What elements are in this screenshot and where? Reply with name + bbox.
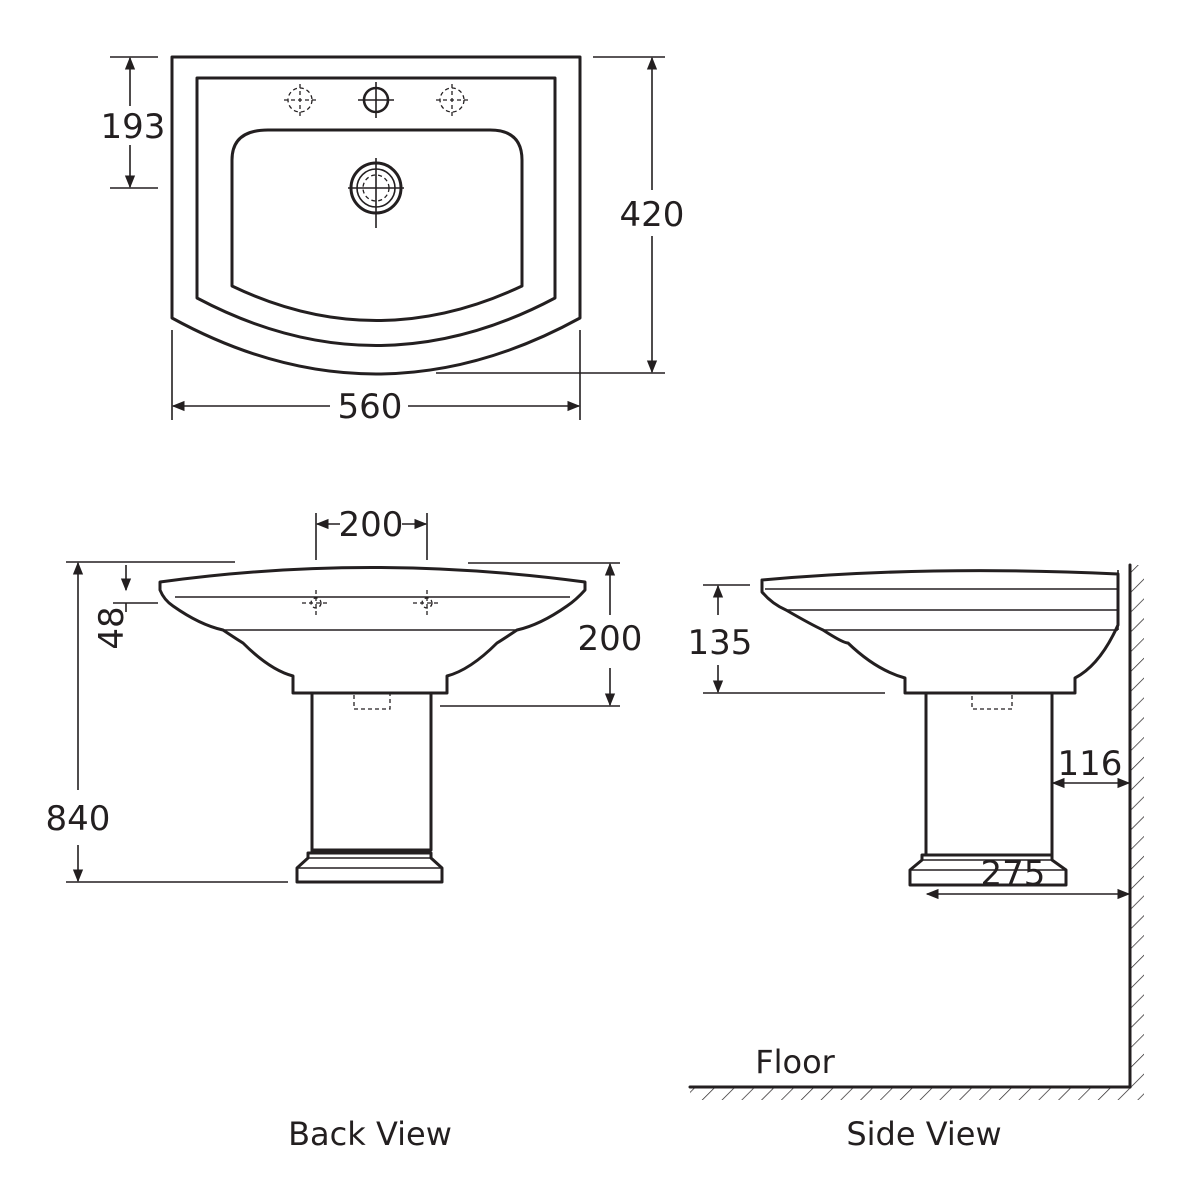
dim-840: 840: [46, 561, 288, 883]
pedestal-column-side: [924, 691, 1054, 857]
waste-outlet-icon: [353, 692, 391, 710]
dim-label-275: 275: [981, 854, 1046, 894]
tap-hole-left-icon: [302, 590, 330, 615]
tap-hole-right-icon: [413, 590, 441, 615]
dim-label-840: 840: [46, 799, 111, 839]
dim-200-tap-spacing: 200: [315, 505, 428, 560]
dim-200-basin-height: 200: [440, 562, 643, 707]
wall-hatching: [1130, 565, 1144, 1087]
tap-hole-center-icon: [358, 82, 394, 118]
dim-420: 420: [436, 56, 685, 374]
dim-135: 135: [688, 584, 885, 694]
dim-275: 275: [925, 854, 1131, 900]
dim-label-200-tap: 200: [339, 505, 404, 545]
pedestal-base: [295, 851, 444, 884]
basin-body-side: [760, 569, 1120, 695]
pedestal-base-side: [908, 853, 1068, 887]
basin-outer-outline: [170, 55, 582, 376]
dim-label-135: 135: [688, 623, 753, 663]
dim-48: 48: [92, 565, 158, 650]
back-view-label: Back View: [288, 1115, 452, 1153]
top-view: 193 420 560: [101, 55, 685, 427]
dim-label-560: 560: [338, 387, 403, 427]
back-view: 200 48 200 840 Back View: [46, 505, 643, 1153]
dim-label-116: 116: [1058, 744, 1123, 784]
dim-label-193: 193: [101, 107, 166, 147]
dim-560: 560: [171, 330, 581, 427]
tap-hole-left-icon: [284, 84, 316, 116]
side-view: 135 116 275 Floor Side View: [688, 563, 1144, 1153]
dim-label-420: 420: [620, 195, 685, 235]
basin-bowl-outline: [230, 128, 524, 322]
tap-hole-right-icon: [436, 84, 468, 116]
basin-body: [158, 566, 587, 695]
waste-outlet-side-icon: [971, 692, 1013, 710]
side-view-label: Side View: [846, 1115, 1001, 1153]
dim-label-48: 48: [92, 606, 132, 649]
floor-label: Floor: [755, 1043, 835, 1081]
floor-hatching: [690, 1087, 1144, 1100]
dim-193: 193: [101, 56, 166, 189]
pedestal-column: [310, 691, 433, 852]
basin-rim-outline: [195, 76, 557, 347]
dim-label-200-basin: 200: [578, 619, 643, 659]
drain-icon: [348, 158, 404, 228]
dim-116: 116: [1051, 744, 1131, 789]
